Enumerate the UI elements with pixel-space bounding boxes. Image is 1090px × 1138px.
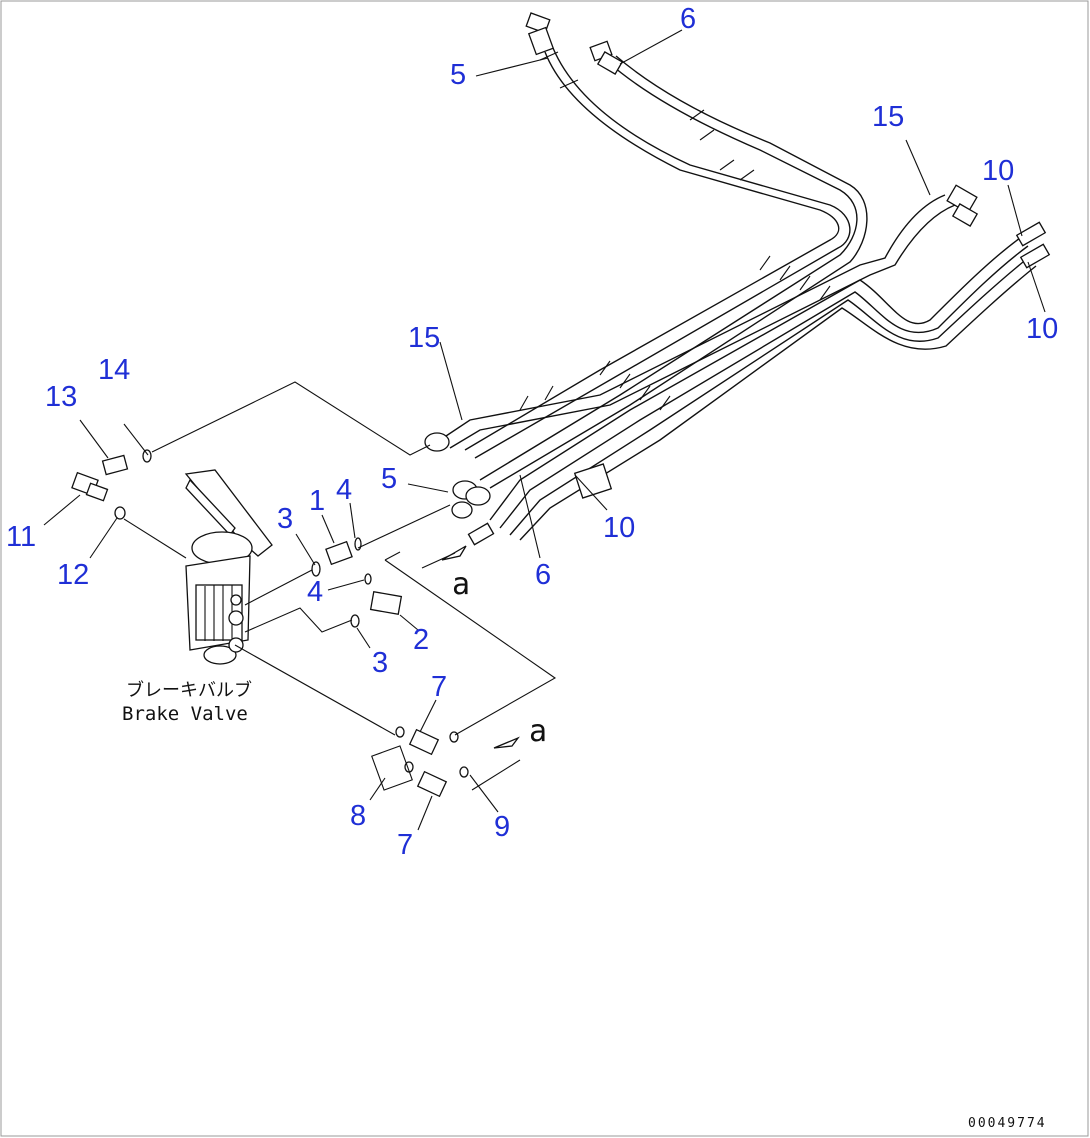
callout-5: 5 (450, 59, 466, 91)
leader-lines (43, 29, 1046, 831)
callout-13: 13 (45, 381, 77, 413)
callout-7: 7 (397, 829, 413, 861)
callout-5: 5 (381, 463, 397, 495)
view-markers: a a (452, 567, 547, 749)
brake-valve-label-en: Brake Valve (122, 703, 248, 725)
brake-valve (184, 469, 273, 665)
view-a-arrow-lower (493, 736, 520, 749)
hose-end-fittings (424, 12, 1051, 546)
brake-valve-label-jp: ブレーキバルブ (126, 679, 252, 701)
center-fittings (311, 537, 403, 628)
catalog-number: 00049774 (968, 1116, 1047, 1131)
left-fittings (71, 449, 152, 520)
hose-bundle (439, 47, 1037, 541)
callout-15: 15 (872, 101, 904, 133)
callout-9: 9 (494, 811, 510, 843)
callout-12: 12 (57, 559, 89, 591)
callout-7: 7 (431, 671, 447, 703)
view-mark-a: a (529, 714, 547, 749)
callout-11: 11 (6, 521, 36, 553)
callout-10: 10 (603, 512, 635, 544)
callout-4: 4 (307, 576, 323, 608)
callout-4: 4 (336, 474, 352, 506)
callout-numbers: 5 6 15 10 10 15 14 13 11 12 3 1 4 5 10 6… (6, 3, 1058, 861)
callout-15: 15 (408, 322, 440, 354)
callout-1: 1 (309, 485, 325, 517)
callout-2: 2 (413, 624, 429, 656)
callout-3: 3 (372, 647, 388, 679)
callout-6: 6 (680, 3, 696, 35)
callout-14: 14 (98, 354, 130, 386)
callout-6: 6 (535, 559, 551, 591)
view-mark-a: a (452, 567, 470, 602)
callout-8: 8 (350, 800, 366, 832)
callout-3: 3 (277, 503, 293, 535)
callout-10: 10 (982, 155, 1014, 187)
callout-10: 10 (1026, 313, 1058, 345)
